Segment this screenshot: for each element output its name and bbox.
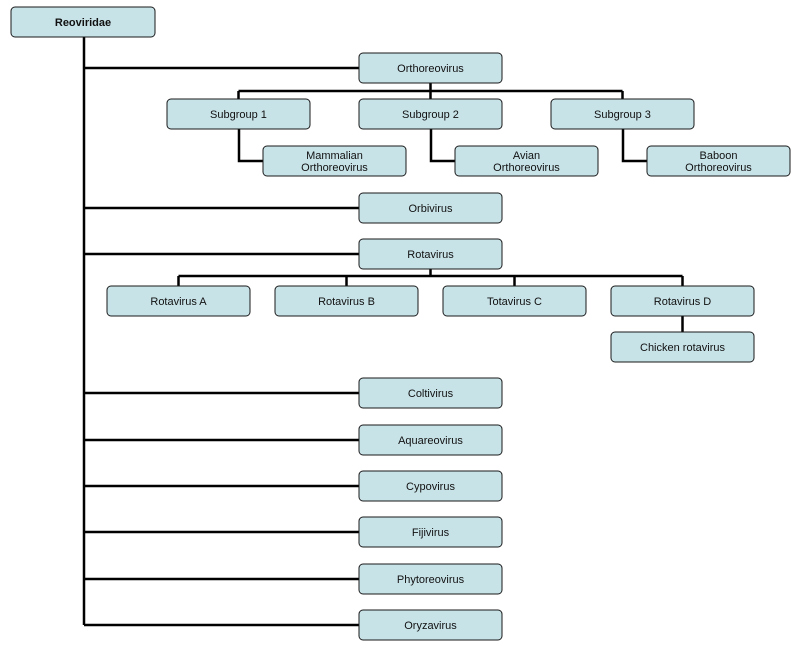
subgroup-1-node: Subgroup 1 — [166, 98, 311, 130]
elbow-mammalian-orthoreovirus — [237, 129, 263, 163]
chicken-rotavirus-node: Chicken rotavirus — [610, 331, 755, 363]
cypovirus-node-box — [358, 470, 503, 502]
root-node: Reoviridae — [10, 6, 156, 38]
rotavirus-a-node-label: Rotavirus A — [150, 296, 207, 308]
root-node-box — [10, 6, 156, 38]
root-node-label: Reoviridae — [55, 17, 111, 29]
phytoreovirus-node: Phytoreovirus — [358, 563, 503, 595]
orthoreovirus-node: Orthoreovirus — [358, 52, 503, 84]
subgroup-1-node-label: Subgroup 1 — [210, 109, 267, 121]
subgroup-2-node-label: Subgroup 2 — [402, 109, 459, 121]
avian-orthoreovirus-node-label: Avian — [513, 150, 540, 162]
chicken-rotavirus-node-box — [610, 331, 755, 363]
subgroup-2-node: Subgroup 2 — [358, 98, 503, 130]
rotavirus-d-node-box — [610, 285, 755, 317]
rotavirus-a-node-box — [106, 285, 251, 317]
rotavirus-b-node-box — [274, 285, 419, 317]
totavirus-c-node-label: Totavirus C — [487, 296, 542, 308]
subgroup-1-node-box — [166, 98, 311, 130]
fijivirus-node-box — [358, 516, 503, 548]
oryzavirus-node: Oryzavirus — [358, 609, 503, 641]
mammalian-orthoreovirus-node-label: Orthoreovirus — [301, 162, 368, 174]
mammalian-orthoreovirus-node-box — [262, 145, 407, 177]
baboon-orthoreovirus-node-label: Orthoreovirus — [685, 162, 752, 174]
cypovirus-node-label: Cypovirus — [406, 481, 455, 493]
subgroup-3-node-label: Subgroup 3 — [594, 109, 651, 121]
orbivirus-node-box — [358, 192, 503, 224]
mammalian-orthoreovirus-node-label: Mammalian — [306, 150, 363, 162]
oryzavirus-node-label: Oryzavirus — [404, 620, 457, 632]
orbivirus-node-label: Orbivirus — [408, 203, 453, 215]
chicken-rotavirus-node-label: Chicken rotavirus — [640, 342, 725, 354]
phytoreovirus-node-box — [358, 563, 503, 595]
coltivirus-node: Coltivirus — [358, 377, 503, 409]
totavirus-c-node-box — [442, 285, 587, 317]
rotavirus-b-node: Rotavirus B — [274, 285, 419, 317]
avian-orthoreovirus-node-label: Orthoreovirus — [493, 162, 560, 174]
rotavirus-node-box — [358, 238, 503, 270]
totavirus-c-node: Totavirus C — [442, 285, 587, 317]
connector-lines — [82, 37, 684, 627]
fijivirus-node: Fijivirus — [358, 516, 503, 548]
orthoreovirus-node-label: Orthoreovirus — [397, 63, 464, 75]
rotavirus-node-label: Rotavirus — [407, 249, 454, 261]
orbivirus-node: Orbivirus — [358, 192, 503, 224]
coltivirus-node-box — [358, 377, 503, 409]
oryzavirus-node-box — [358, 609, 503, 641]
subgroup-2-node-box — [358, 98, 503, 130]
avian-orthoreovirus-node-box — [454, 145, 599, 177]
rotavirus-b-node-label: Rotavirus B — [318, 296, 375, 308]
rotavirus-d-node: Rotavirus D — [610, 285, 755, 317]
baboon-orthoreovirus-node-box — [646, 145, 791, 177]
rotavirus-node: Rotavirus — [358, 238, 503, 270]
rotavirus-a-node: Rotavirus A — [106, 285, 251, 317]
phytoreovirus-node-label: Phytoreovirus — [397, 574, 465, 586]
orthoreovirus-node-box — [358, 52, 503, 84]
aquareovirus-node: Aquareovirus — [358, 424, 503, 456]
aquareovirus-node-label: Aquareovirus — [398, 435, 463, 447]
cypovirus-node: Cypovirus — [358, 470, 503, 502]
subgroup-3-node-box — [550, 98, 695, 130]
coltivirus-node-label: Coltivirus — [408, 388, 454, 400]
elbow-avian-orthoreovirus — [429, 129, 455, 163]
elbow-baboon-orthoreovirus — [621, 129, 647, 163]
subgroup-3-node: Subgroup 3 — [550, 98, 695, 130]
aquareovirus-node-box — [358, 424, 503, 456]
baboon-orthoreovirus-node-label: Baboon — [700, 150, 738, 162]
rotavirus-d-node-label: Rotavirus D — [654, 296, 712, 308]
fijivirus-node-label: Fijivirus — [412, 527, 450, 539]
